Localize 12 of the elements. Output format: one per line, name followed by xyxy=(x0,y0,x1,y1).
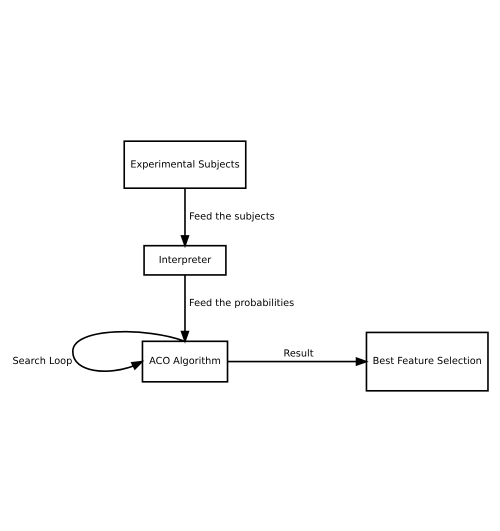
arrow xyxy=(180,274,190,344)
arrow xyxy=(72,330,186,372)
arrow xyxy=(180,188,190,248)
node-box: Interpreter xyxy=(143,244,227,276)
edge-label: Search Loop xyxy=(12,356,72,367)
edge-label: Feed the probabilities xyxy=(189,298,294,309)
edge-label: Feed the subjects xyxy=(189,211,275,222)
node-box: Experimental Subjects xyxy=(123,140,247,189)
arrow xyxy=(228,356,369,366)
node-box: ACO Algorithm xyxy=(142,340,228,382)
node-box: Best Feature Selection xyxy=(366,331,489,392)
edge-label: Result xyxy=(284,348,314,359)
